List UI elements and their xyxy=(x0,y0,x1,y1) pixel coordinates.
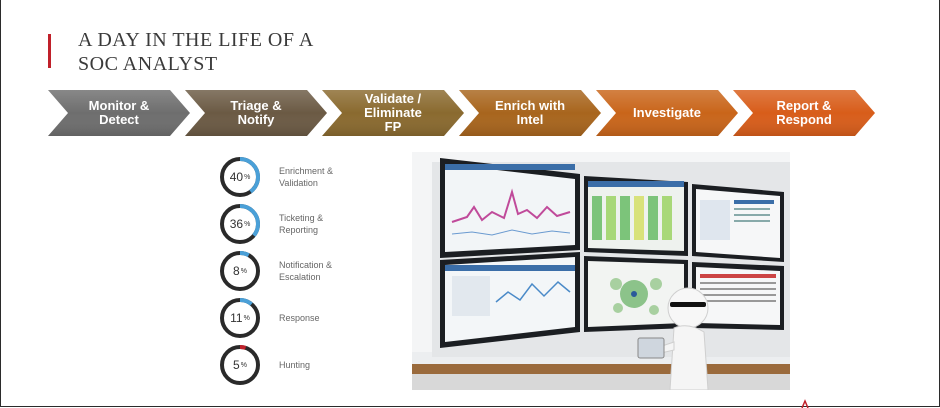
stat-label-line: Hunting xyxy=(279,360,311,370)
stat-unit: % xyxy=(240,267,247,275)
stat-label-line: Validation xyxy=(279,178,318,188)
donut-fill xyxy=(220,204,260,244)
process-step-shine xyxy=(322,90,464,136)
process-step-shine xyxy=(459,90,601,136)
stat-label: Ticketing & Reporting xyxy=(279,202,389,246)
brand-logo-fragment xyxy=(801,399,809,408)
monitor-bottom-left xyxy=(440,252,580,348)
process-step-shine xyxy=(48,90,190,136)
donut-fill xyxy=(220,298,260,338)
title-accent-bar xyxy=(48,34,51,68)
process-step-shine xyxy=(185,90,327,136)
monitor-top-right xyxy=(692,184,784,262)
process-step-label: Triage &Notify xyxy=(205,90,307,136)
stat-value: 5 xyxy=(233,358,240,372)
process-step-label-line: Intel xyxy=(516,112,544,127)
stat-label-line: Response xyxy=(279,313,320,323)
process-step-label-line: Detect xyxy=(99,112,139,127)
stat-percent: 36% xyxy=(218,202,262,246)
monitor-top-left xyxy=(440,158,580,258)
process-step-label: Investigate xyxy=(616,90,718,136)
stat-value: 36 xyxy=(229,217,244,231)
stat-label-line: Notification & xyxy=(279,260,333,270)
stat-item: 36% Ticketing & Reporting xyxy=(218,202,388,246)
stat-label-line: Reporting xyxy=(279,225,319,235)
process-step-label-line: Report & xyxy=(776,98,832,113)
donut-ring xyxy=(220,345,260,385)
process-step-label-line: Monitor & xyxy=(88,98,150,113)
donut-ring xyxy=(220,157,260,197)
title-line-2: SOC ANALYST xyxy=(78,53,218,75)
process-chevrons xyxy=(48,90,875,136)
monitor-top-middle xyxy=(584,176,688,256)
stat-percent: 5% xyxy=(218,343,262,387)
stat-percent: 40% xyxy=(218,155,262,199)
donut-fill xyxy=(220,345,260,385)
stat-label: Response xyxy=(279,296,389,340)
stat-label-line: Escalation xyxy=(279,272,321,282)
process-step-label-line: Investigate xyxy=(633,105,701,120)
stat-label: Enrichment & Validation xyxy=(279,155,389,199)
donut-ring xyxy=(220,251,260,291)
soc-monitor-wall-image xyxy=(412,152,790,390)
stat-item: 5% Hunting xyxy=(218,343,388,387)
process-step-label-line: Notify xyxy=(237,112,275,127)
stat-item: 11% Response xyxy=(218,296,388,340)
monitor-bottom-middle xyxy=(584,256,688,332)
stat-unit: % xyxy=(243,314,250,322)
stat-label: Notification & Escalation xyxy=(279,249,389,293)
stat-unit: % xyxy=(244,220,251,228)
stat-unit: % xyxy=(240,361,247,369)
stat-label: Hunting xyxy=(279,343,389,387)
analyst-figure xyxy=(637,287,709,390)
process-step-shine xyxy=(733,90,875,136)
process-step-label-line: Eliminate xyxy=(364,105,422,120)
donut-fill xyxy=(220,251,260,291)
stat-value: 11 xyxy=(230,311,243,325)
donut-fill xyxy=(220,157,260,197)
stat-item: 8% Notification & Escalation xyxy=(218,249,388,293)
process-step-label-line: Enrich with xyxy=(494,98,566,113)
stat-label-line: Enrichment & xyxy=(279,166,334,176)
stat-label-line: Ticketing & xyxy=(279,213,324,223)
process-step-label-line: Validate / xyxy=(364,91,422,106)
stat-value: 40 xyxy=(229,170,244,184)
process-step-label-line: Respond xyxy=(776,112,832,127)
stat-item: 40% Enrichment & Validation xyxy=(218,155,388,199)
stat-percent: 11% xyxy=(218,296,262,340)
stat-percent: 8% xyxy=(218,249,262,293)
process-step-label-line: FP xyxy=(384,119,402,134)
stat-value: 8 xyxy=(233,264,240,278)
donut-ring xyxy=(220,298,260,338)
process-step-shine xyxy=(596,90,738,136)
process-step-label-line: Triage & xyxy=(230,98,282,113)
slide-title: A DAY IN THE LIFE OF A SOC ANALYST xyxy=(78,28,314,76)
process-step-label: Report &Respond xyxy=(753,90,855,136)
monitor-bottom-right xyxy=(692,262,784,330)
donut-ring xyxy=(220,204,260,244)
process-step-label: Monitor &Detect xyxy=(68,90,170,136)
title-line-1: A DAY IN THE LIFE OF A xyxy=(78,29,314,51)
stat-unit: % xyxy=(244,173,251,181)
